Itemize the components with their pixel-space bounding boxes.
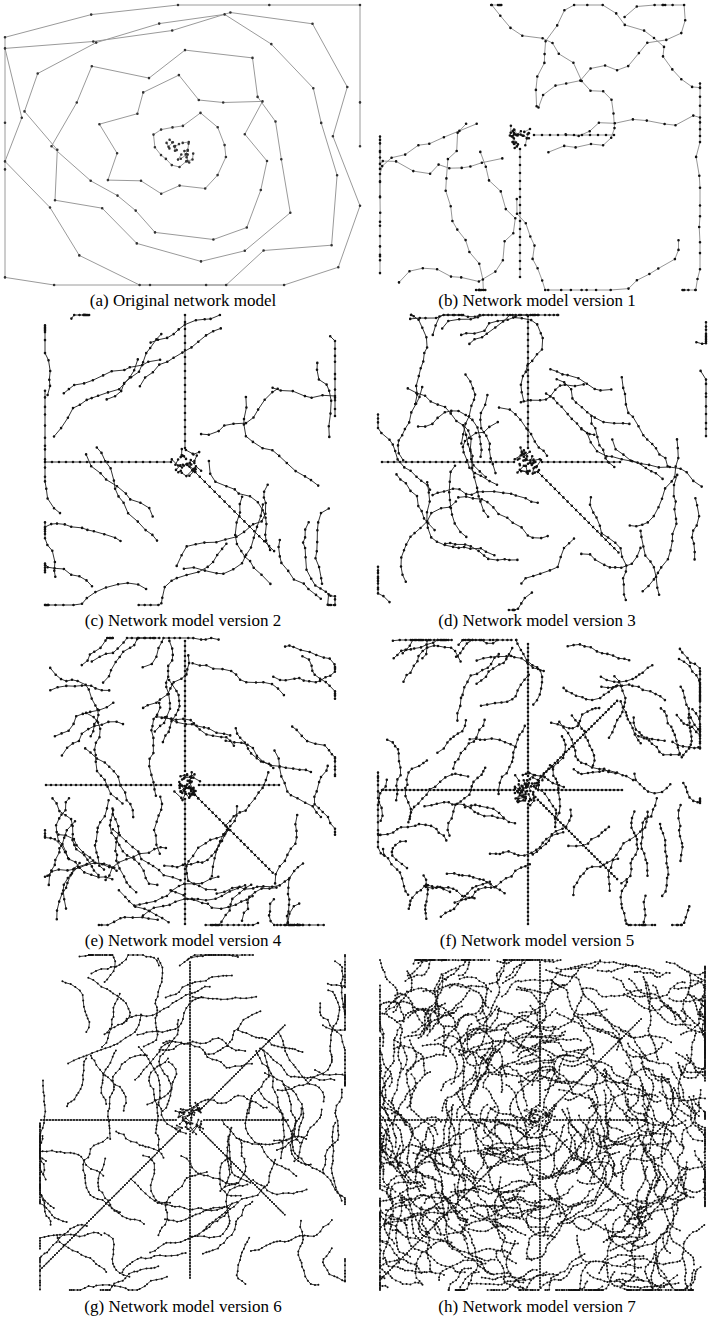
network-nodes xyxy=(39,954,346,1291)
network-nodes xyxy=(377,639,702,927)
network-edges xyxy=(40,955,345,1290)
network-nodes xyxy=(377,314,708,612)
network-nodes xyxy=(379,959,706,1291)
subfigure-caption: (c) Network model version 2 xyxy=(85,611,281,631)
network-nodes xyxy=(379,4,702,292)
subfigure-caption: (b) Network model version 1 xyxy=(438,291,635,311)
network-edges xyxy=(380,5,700,290)
subfigure-caption: (f) Network model version 5 xyxy=(440,931,635,951)
subfigure-caption: (h) Network model version 7 xyxy=(438,1297,635,1317)
subfigure-caption: (a) Original network model xyxy=(90,291,276,311)
subfigure-caption: (d) Network model version 3 xyxy=(438,611,635,631)
network-edges xyxy=(5,5,360,285)
network-nodes xyxy=(4,4,362,287)
subfigure-caption: (e) Network model version 4 xyxy=(85,931,281,951)
network-edges xyxy=(380,960,705,1290)
network-nodes xyxy=(44,314,337,607)
subfigure-caption: (g) Network model version 6 xyxy=(84,1297,281,1317)
network-nodes xyxy=(44,637,337,927)
